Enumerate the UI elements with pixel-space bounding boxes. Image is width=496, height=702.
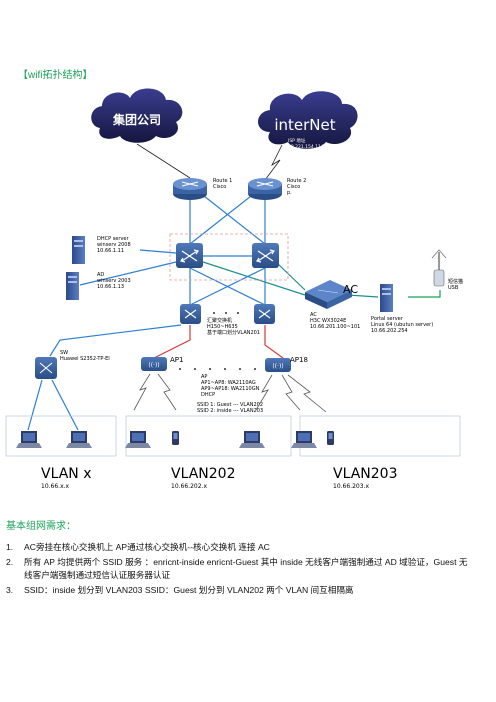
ac-info-title: AC — [310, 312, 317, 318]
sms-modem-usb: USB — [448, 285, 459, 291]
router-2-vendor: Cisco — [287, 184, 300, 190]
dhcp-ip: 10.66.1.11 — [97, 248, 124, 254]
requirements-heading: 基本组网需求： — [6, 521, 76, 532]
ap-info-dhcp: DHCP — [201, 392, 215, 398]
ac-info-model: H3C WX3024E — [310, 318, 346, 324]
ssid-2-info: SSID 2: inside --- VLAN203 — [197, 408, 263, 414]
sms-modem-antenna-icon — [431, 249, 447, 287]
vlan-x-label: VLAN x — [41, 466, 91, 482]
agg-switch-2-icon — [254, 304, 275, 324]
dhcp-title: DHCP server — [97, 236, 129, 242]
core-switch-1-icon — [176, 243, 203, 268]
vlan-x-subnet: 10.66.x.x — [41, 483, 70, 490]
ac-controller-icon — [305, 280, 352, 309]
ap18-icon: ((·)) — [265, 358, 291, 372]
internet-label: interNet — [274, 116, 335, 134]
core-switch-2-icon — [252, 243, 279, 268]
desktop-pc-1-icon — [16, 431, 42, 448]
ad-server-icon — [66, 272, 79, 300]
router-2-icon — [248, 178, 282, 200]
ad-title: AD — [97, 272, 104, 278]
ac-big-label: AC — [343, 283, 358, 296]
router-1-icon — [173, 178, 207, 200]
requirement-1-number: 1. — [6, 542, 14, 552]
wireless-links — [133, 373, 327, 413]
agg-dots — [213, 312, 239, 314]
agg-vlan: 基于端口划分VLAN201 — [207, 329, 260, 336]
agg-title: 汇聚交换机 — [207, 317, 232, 324]
vlan202-subnet: 10.66.202.x — [171, 483, 207, 490]
sms-modem-label: 短信猫 — [448, 278, 463, 285]
ap-info-range2: AP9~AP18: WA2110GN — [201, 386, 260, 392]
requirement-1-text: AC旁挂在核心交换机上 AP通过核心交换机--核心交换机 连接 AC — [24, 542, 270, 552]
phone-vlan203-icon — [327, 431, 334, 445]
ap18-label: AP18 — [290, 356, 308, 364]
requirement-2-number: 2. — [6, 557, 14, 567]
ssid-1-info: SSID 1: Guest --- VLAN202 — [197, 402, 263, 408]
dhcp-server-icon — [72, 236, 85, 264]
requirement-1: 1. AC旁挂在核心交换机上 AP通过核心交换机--核心交换机 连接 AC — [6, 541, 270, 554]
sw-title: SW — [60, 350, 68, 356]
phone-vlan202-icon — [172, 431, 179, 445]
vlan203-label: VLAN203 — [333, 466, 397, 482]
svg-text:((·)): ((·)) — [272, 363, 283, 370]
sw-model: Huawei S2352-TP-EI — [60, 356, 110, 362]
router-2-name: Route 2 — [287, 178, 306, 184]
internet-cloud — [258, 91, 358, 149]
router-2-extra: p. — [287, 190, 292, 196]
dhcp-os: winserv 2008 — [97, 242, 131, 248]
laptop-vlan203-icon — [291, 431, 317, 448]
router-1-name: Route 1 — [213, 178, 232, 184]
svg-text:((·)): ((·)) — [148, 362, 159, 369]
portal-title: Portal server — [371, 316, 404, 322]
portal-ip: 10.66.202.254 — [371, 328, 408, 334]
desktop-pc-2-icon — [66, 431, 92, 448]
router-1-vendor: Cisco — [213, 184, 226, 190]
ap-dots — [179, 368, 256, 370]
group-company-cloud — [91, 88, 183, 143]
isp-label: ISP 地址 — [288, 137, 306, 144]
isp-address: 58.221.154.114 — [288, 144, 324, 150]
requirement-2: 2. 所有 AP 均提供两个 SSID 服务 ：enricnt-inside en… — [6, 556, 490, 569]
ap1-icon: ((·)) — [141, 357, 167, 371]
portal-os: Linux 64 (ubutun server) — [371, 322, 433, 328]
access-switch-icon — [35, 357, 57, 379]
group-company-label: 集团公司 — [112, 112, 161, 127]
laptop-vlan202b-icon — [239, 431, 265, 448]
requirement-2-continued: 线客户端强制通过短信认证服务器认证 — [24, 569, 170, 582]
ap-info-title: AP — [201, 374, 207, 380]
requirement-3: 3. SSID：inside 划分到 VLAN203 SSID：Guest 划分到… — [6, 584, 354, 597]
laptop-vlan202-icon — [125, 431, 151, 448]
requirement-3-text: SSID：inside 划分到 VLAN203 SSID：Guest 划分到 V… — [24, 585, 354, 595]
agg-model: H150~H635 — [207, 324, 238, 330]
vlan202-label: VLAN202 — [171, 466, 235, 482]
ap1-label: AP1 — [170, 356, 183, 364]
vlan203-subnet: 10.66.203.x — [333, 483, 369, 490]
ap-info-range1: AP1~AP8: WA2110AG — [201, 380, 256, 386]
ad-os: winserv 2003 — [97, 278, 131, 284]
agg-switch-1-icon — [180, 304, 201, 324]
portal-server-icon — [380, 284, 393, 312]
requirement-2-text: 所有 AP 均提供两个 SSID 服务 ：enricnt-inside enri… — [24, 557, 468, 567]
ad-ip: 10.66.1.13 — [97, 284, 124, 290]
topology-heading: 【wifi拓扑结构】 — [18, 70, 93, 81]
ac-info-ip: 10.66.201.100~101 — [310, 324, 360, 330]
network-topology-diagram: 集团公司 interNet ISP 地址 58.221.154.114 Rout… — [5, 88, 463, 490]
requirement-2-continued-text: 线客户端强制通过短信认证服务器认证 — [24, 570, 171, 580]
requirement-3-number: 3. — [6, 585, 14, 595]
